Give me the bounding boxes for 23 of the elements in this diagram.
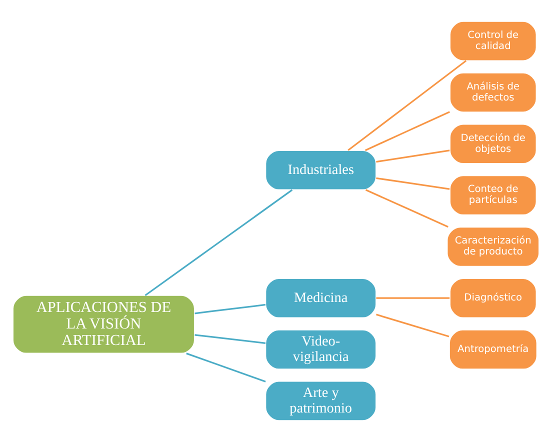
node-box: Caracterización de producto bbox=[446, 226, 540, 267]
connector bbox=[348, 60, 467, 151]
connector bbox=[194, 334, 266, 344]
node-box: Control de calidad bbox=[449, 20, 537, 62]
node-box: Antropometría bbox=[448, 329, 538, 370]
connector bbox=[194, 304, 266, 314]
node-box: APLICACIONES DE LA VISIÓN ARTIFICIAL bbox=[12, 294, 196, 354]
node-box: Diagnóstico bbox=[449, 278, 537, 318]
connector bbox=[144, 189, 293, 296]
connector bbox=[186, 352, 266, 382]
node-box: Detección de objetos bbox=[449, 124, 537, 164]
node-box: Conteo de partículas bbox=[449, 175, 537, 216]
connector bbox=[364, 111, 450, 152]
node-box: Industriales bbox=[265, 150, 377, 190]
connector bbox=[376, 314, 450, 338]
connector bbox=[376, 177, 450, 190]
node-box: Análisis de defectos bbox=[449, 72, 537, 113]
node-box: Arte y patrimonio bbox=[265, 380, 377, 422]
connector bbox=[376, 150, 450, 163]
node-box: Medicina bbox=[265, 278, 377, 318]
node-box: Video-vigilancia bbox=[265, 329, 377, 370]
connector bbox=[376, 297, 450, 299]
connector bbox=[365, 189, 448, 228]
